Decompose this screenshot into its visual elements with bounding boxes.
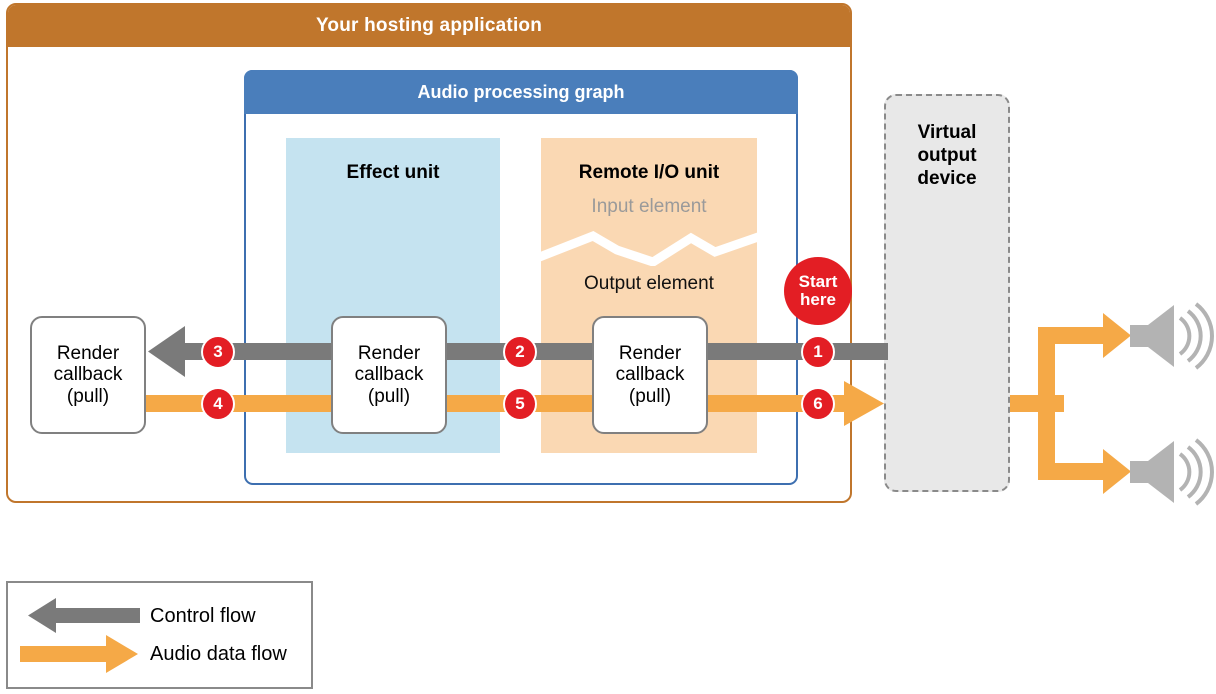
legend-label-audio-flow: Audio data flow [150, 642, 287, 665]
step-marker-2: 2 [505, 337, 535, 367]
step-marker-3: 3 [203, 337, 233, 367]
virtual-output-device-block: Virtual output device [884, 94, 1010, 492]
render-callback-line-3: (pull) [66, 385, 110, 407]
start-here-badge: Start here [784, 257, 852, 325]
virtual-output-device-label: Virtual output device [886, 122, 1008, 190]
render-callback-line-3: (pull) [628, 385, 672, 407]
start-here-line-1: Start [798, 271, 838, 291]
effect-unit-title: Effect unit [346, 162, 440, 183]
render-callback-effect-unit: Render callback (pull) [331, 316, 447, 434]
start-here-line-2: here [800, 290, 836, 309]
render-callback-line-1: Render [618, 342, 682, 364]
audio-processing-graph-title: Audio processing graph [244, 70, 798, 114]
step-marker-6: 6 [803, 389, 833, 419]
virtual-output-device-line-2: output [917, 144, 977, 166]
remote-io-input-element-label: Input element [591, 196, 707, 217]
control-flow-arrow-icon [28, 598, 140, 633]
legend-box: Control flow Audio data flow [6, 581, 313, 689]
audio-flow-arrowhead-top [1103, 313, 1131, 358]
virtual-output-device-line-3: device [917, 167, 977, 189]
step-marker-5: 5 [505, 389, 535, 419]
remote-io-unit-title: Remote I/O unit [578, 162, 720, 183]
remote-io-output-element-label: Output element [584, 273, 714, 294]
legend-label-control-flow: Control flow [150, 604, 256, 627]
speaker-top-icon [1130, 302, 1214, 370]
audio-flow-branch-bottom [1038, 463, 1111, 480]
audio-flow-arrowhead-bottom [1103, 449, 1131, 494]
virtual-output-device-line-1: Virtual [917, 122, 977, 143]
legend-item-audio-flow: Audio data flow [20, 633, 287, 675]
torn-separator-icon [541, 231, 757, 266]
audio-flow-branch-top [1038, 327, 1111, 344]
audio-flow-device-out [1010, 395, 1064, 412]
step-marker-1: 1 [803, 337, 833, 367]
render-callback-line-1: Render [56, 342, 120, 364]
render-callback-line-2: callback [615, 364, 685, 386]
render-callback-line-2: callback [354, 364, 424, 386]
render-callback-app: Render callback (pull) [30, 316, 146, 434]
render-callback-line-2: callback [53, 364, 123, 386]
hosting-application-title: Your hosting application [8, 5, 850, 47]
audio-data-flow-arrow-icon [20, 635, 138, 673]
step-marker-4: 4 [203, 389, 233, 419]
render-callback-line-1: Render [357, 342, 421, 364]
render-callback-line-3: (pull) [367, 385, 411, 407]
legend-item-control-flow: Control flow [20, 596, 256, 636]
audio-flow-branch-trunk [1038, 327, 1055, 480]
render-callback-remote-io: Render callback (pull) [592, 316, 708, 434]
speaker-bottom-icon [1130, 438, 1214, 506]
